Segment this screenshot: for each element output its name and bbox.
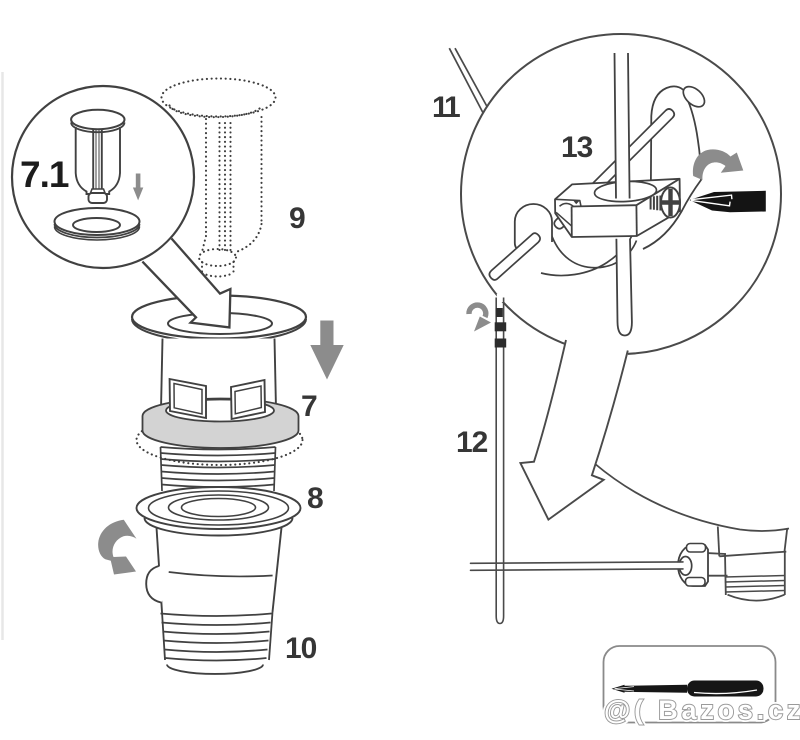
svg-text:8: 8 [307,482,324,515]
svg-text:@( Bazos.cz: @( Bazos.cz [604,695,800,725]
svg-text:12: 12 [456,426,488,459]
svg-text:7: 7 [301,390,318,423]
svg-text:7.1: 7.1 [20,154,69,195]
svg-text:10: 10 [285,632,317,665]
svg-text:@( Bazos.cz: @( Bazos.cz [604,695,800,725]
svg-text:9: 9 [289,202,306,235]
svg-text:11: 11 [432,91,460,124]
svg-text:13: 13 [561,131,593,164]
